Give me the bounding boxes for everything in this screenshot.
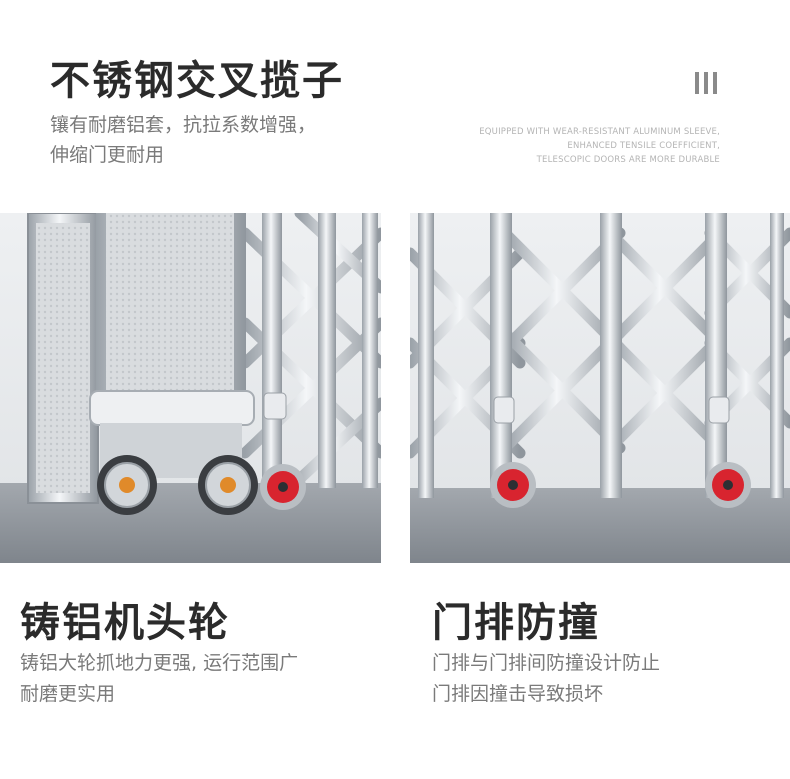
desc-line: 门排与门排间防撞设计防止 xyxy=(432,652,661,674)
anti-collision-photo xyxy=(410,213,790,563)
caption-line: EQUIPPED WITH WEAR-RESISTANT ALUMINUM SL… xyxy=(479,127,720,137)
desc-line: 耐磨更实用 xyxy=(20,683,116,705)
english-caption: EQUIPPED WITH WEAR-RESISTANT ALUMINUM SL… xyxy=(400,125,720,167)
caption-line: TELESCOPIC DOORS ARE MORE DURABLE xyxy=(536,155,720,165)
page-title: 不锈钢交叉揽子 xyxy=(50,58,344,104)
subtitle-line: 伸缩门更耐用 xyxy=(50,144,165,166)
decorative-bars-icon xyxy=(695,72,725,96)
gate-head-photo xyxy=(0,213,381,563)
feature-title-wheel: 铸铝机头轮 xyxy=(20,600,230,646)
caption-line: ENHANCED TENSILE COEFFICIENT, xyxy=(567,141,720,151)
subtitle-line: 镶有耐磨铝套，抗拉系数增强， xyxy=(50,114,317,136)
desc-line: 门排因撞击导致损坏 xyxy=(432,683,604,705)
feature-desc-wheel: 铸铝大轮抓地力更强, 运行范围广 耐磨更实用 xyxy=(20,648,380,710)
page-subtitle: 镶有耐磨铝套，抗拉系数增强， 伸缩门更耐用 xyxy=(50,110,410,170)
desc-line: 铸铝大轮抓地力更强, 运行范围广 xyxy=(20,652,299,674)
feature-title-anticollision: 门排防撞 xyxy=(432,600,600,646)
feature-desc-anticollision: 门排与门排间防撞设计防止 门排因撞击导致损坏 xyxy=(432,648,790,710)
